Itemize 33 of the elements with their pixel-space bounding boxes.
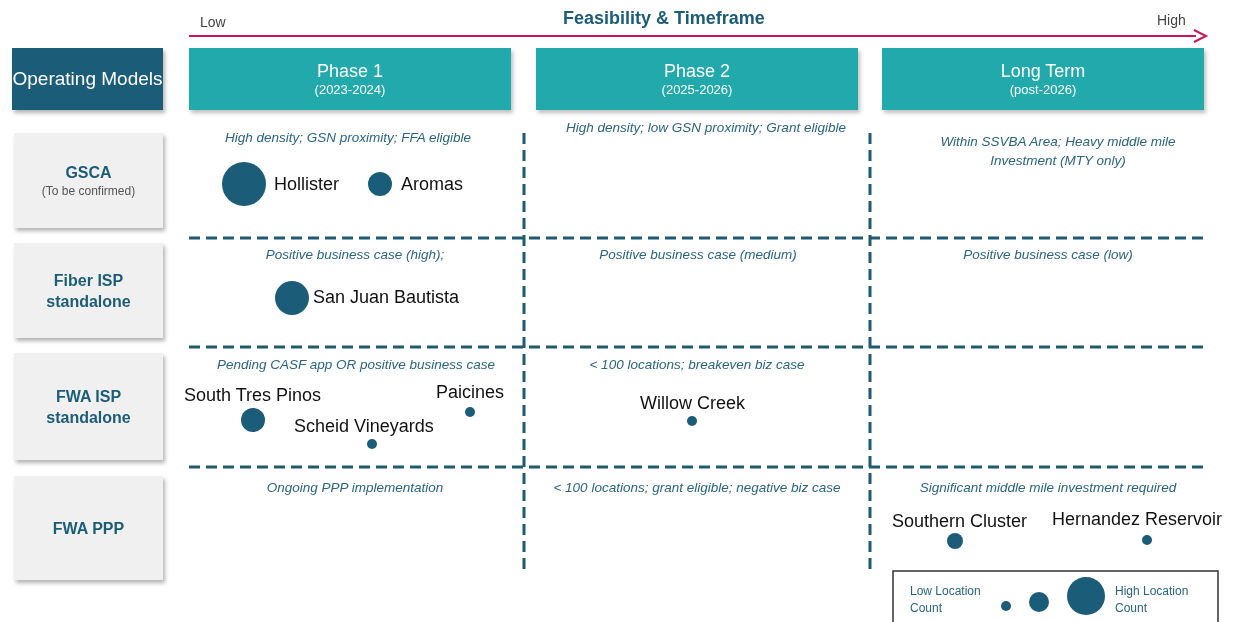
axis-title: Feasibility & Timeframe <box>563 8 765 29</box>
location-label: Aromas <box>401 174 463 195</box>
location-label: Scheid Vineyards <box>294 416 434 437</box>
cell-note: Ongoing PPP implementation <box>265 479 445 497</box>
phase-header: Phase 1 (2023-2024) <box>189 48 511 110</box>
cell-note: Positive business case (low) <box>962 246 1134 264</box>
cell-note: Positive business case (high); <box>264 246 446 264</box>
location-label: Hollister <box>274 174 339 195</box>
axis-end-label: Low <box>200 14 226 30</box>
location-label: South Tres Pinos <box>184 385 322 406</box>
row-label-box: FWA PPP <box>14 476 163 580</box>
cell-note: Pending CASF app OR positive business case <box>215 356 497 374</box>
cell-note: Within SSVBA Area; Heavy middle mile Investment (MTY only) <box>939 133 1177 170</box>
row-label-box: GSCA (To be confirmed) <box>14 133 163 228</box>
phase-header: Long Term (post-2026) <box>882 48 1204 110</box>
location-label: Willow Creek <box>640 393 745 414</box>
header-box: Operating Models <box>12 48 163 110</box>
location-label: Southern Cluster <box>892 511 1028 532</box>
location-label: Hernandez Reservoir <box>1052 509 1223 530</box>
cell-note: < 100 locations; grant eligible; negative biz case <box>552 479 842 497</box>
cell-note: Significant middle mile investment required <box>918 479 1178 497</box>
location-label: Paicines <box>436 382 505 403</box>
row-label-box: FWA ISP standalone <box>14 353 163 460</box>
legend-label: High Location Count <box>1115 583 1190 617</box>
phase-header: Phase 2 (2025-2026) <box>536 48 858 110</box>
row-label-box: Fiber ISP standalone <box>14 243 163 338</box>
legend-label: Low Location Count <box>910 583 982 617</box>
axis-end-label: High <box>1157 12 1186 28</box>
cell-note: < 100 locations; breakeven biz case <box>588 356 806 374</box>
location-label: San Juan Bautista <box>313 287 460 308</box>
cell-note: Positive business case (medium) <box>598 246 798 264</box>
cell-note: High density; GSN proximity; FFA eligible <box>223 129 473 147</box>
cell-note: High density; low GSN proximity; Grant eligible <box>565 119 847 137</box>
